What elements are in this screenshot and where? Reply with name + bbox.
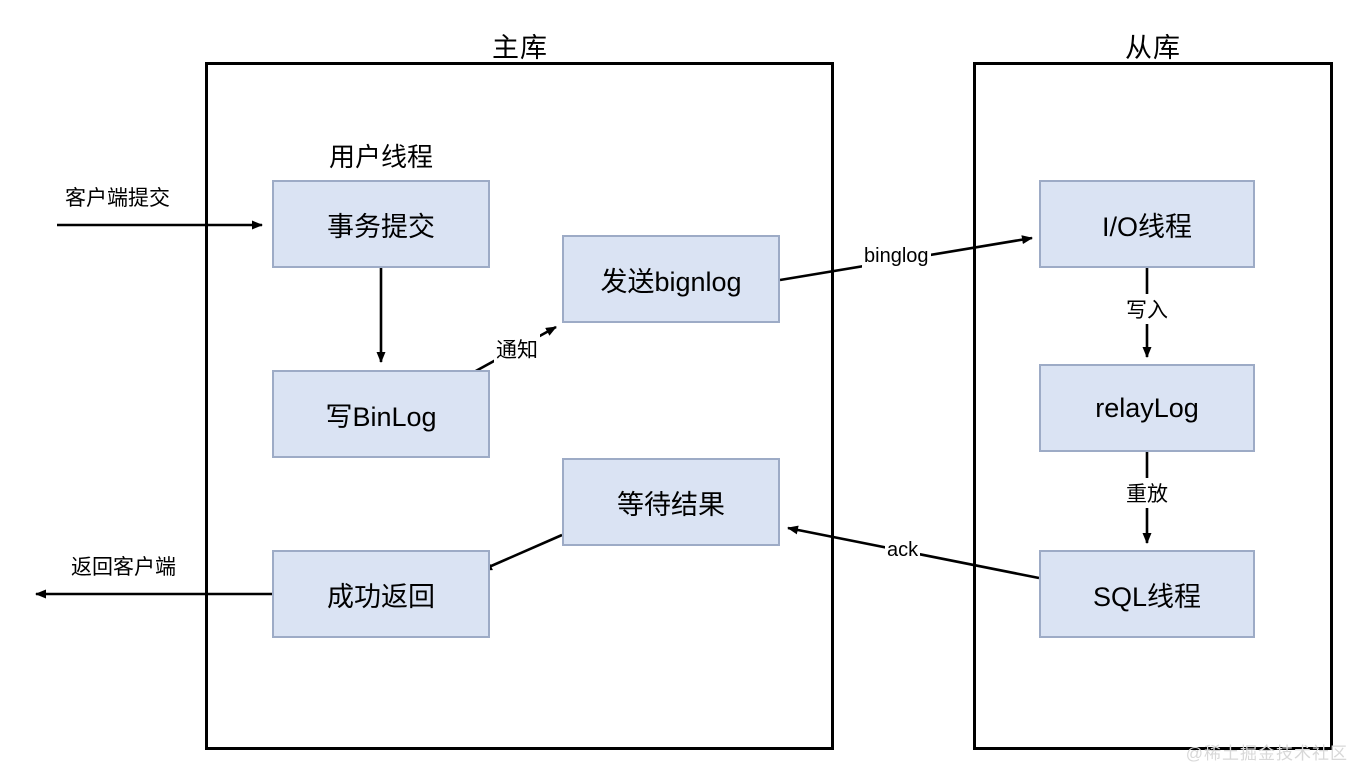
node-sql-thread[interactable]: SQL线程 xyxy=(1039,550,1255,638)
edge-label-write-in: 写入 xyxy=(1124,294,1170,324)
edge-label-notify: 通知 xyxy=(494,334,540,364)
watermark: @稀土掘金技术社区 xyxy=(1185,744,1348,763)
node-wait-result[interactable]: 等待结果 xyxy=(562,458,780,546)
edge-label-ack: ack xyxy=(885,539,921,562)
node-write-binlog[interactable]: 写BinLog xyxy=(272,370,490,458)
edge-label-return-client: 返回客户端 xyxy=(69,551,178,581)
slave-db-title: 从库 xyxy=(1125,33,1181,63)
slave-db-container xyxy=(973,62,1333,750)
node-io-thread[interactable]: I/O线程 xyxy=(1039,180,1255,268)
node-send-binlog[interactable]: 发送bignlog xyxy=(562,235,780,323)
node-transaction-commit[interactable]: 事务提交 xyxy=(272,180,490,268)
edge-label-replay: 重放 xyxy=(1124,478,1170,508)
user-thread-group-label: 用户线程 xyxy=(328,142,433,172)
master-db-title: 主库 xyxy=(492,33,548,63)
edge-label-binglog: binglog xyxy=(862,245,931,268)
node-relay-log[interactable]: relayLog xyxy=(1039,364,1255,452)
master-db-container xyxy=(205,62,834,750)
node-success-return[interactable]: 成功返回 xyxy=(272,550,490,638)
edge-label-client-commit: 客户端提交 xyxy=(63,182,172,212)
